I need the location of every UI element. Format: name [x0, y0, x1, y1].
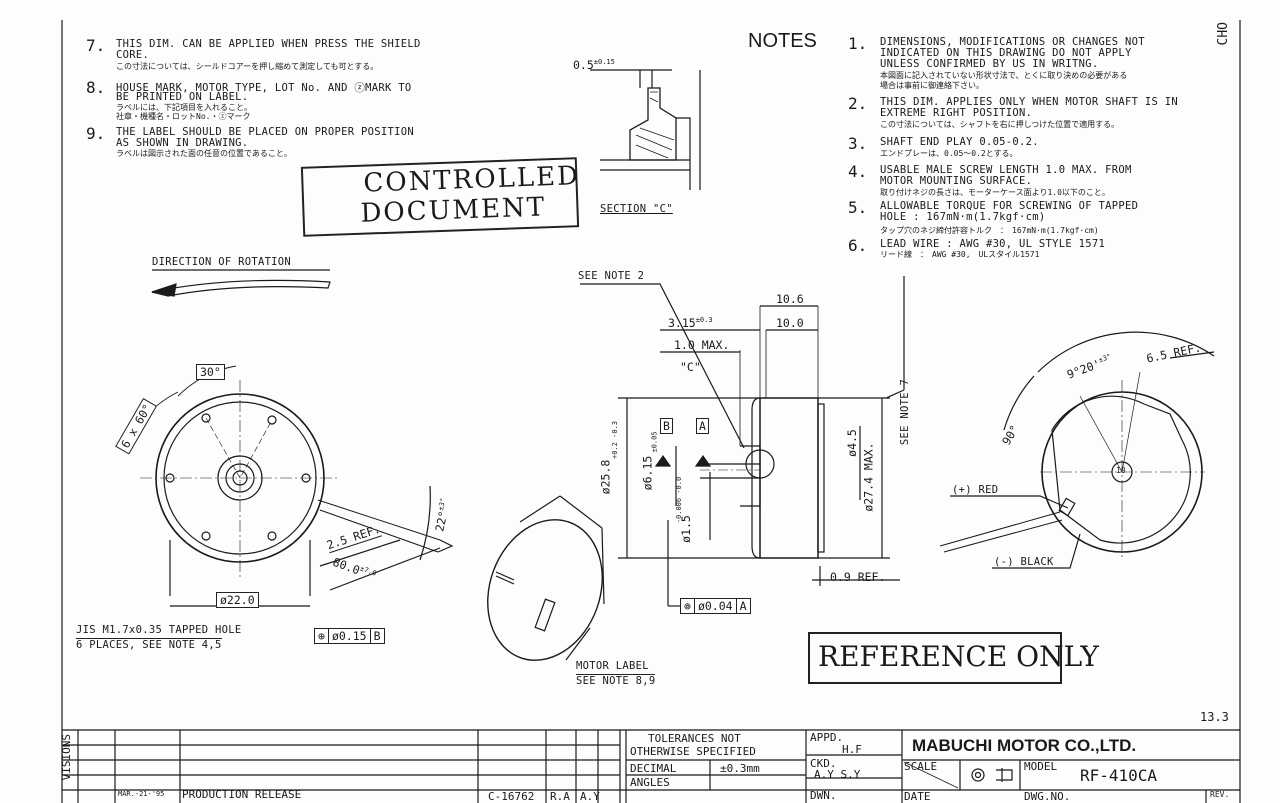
dim-0-5: 0.5±0.15	[573, 58, 615, 72]
jis-label-1: JIS M1.7x0.35 TAPPED HOLE	[76, 624, 242, 636]
direction-of-rotation-label: DIRECTION OF ROTATION	[152, 256, 292, 268]
corner-code: CHO	[1216, 22, 1231, 46]
dim-dia-25-8: ø25.8	[598, 459, 613, 495]
angles-label: ANGLES	[630, 776, 670, 789]
revision-code: C-16762	[488, 790, 535, 803]
dwn-label: DWN.	[810, 789, 837, 802]
datum-flag-a: A	[696, 418, 709, 434]
dim-dia-22: ø22.0	[216, 592, 259, 608]
revision-initials-2: A.Y	[580, 790, 600, 803]
dwg-no-label: DWG.NO.	[1024, 790, 1071, 803]
reference-only-stamp: REFERENCE ONLY	[808, 632, 1099, 684]
datum-flag-b: B	[660, 418, 673, 434]
position-tolerance-a: ⊚ ø0.04 A	[680, 598, 751, 614]
appd-value: H.F	[842, 743, 862, 756]
motor-label-1: MOTOR LABEL	[576, 660, 649, 672]
dim-1-5-tol: -0.006 -0.0	[675, 476, 684, 524]
jis-position-tolerance: ⊕ ø0.15 B	[314, 628, 385, 644]
tolerance-line-1: TOLERANCES NOT	[648, 732, 741, 745]
section-c-label: SECTION "C"	[600, 203, 673, 215]
ckd-label: CKD.	[810, 757, 837, 770]
company-name: MABUCHI MOTOR CO.,LTD.	[912, 736, 1137, 755]
model-value: RF-410CA	[1080, 766, 1158, 785]
dim-25-8-tol: +0.2 -0.3	[610, 421, 619, 459]
appd-label: APPD.	[810, 731, 844, 744]
dim-6-15-tol: ±0.05	[650, 431, 659, 453]
revision-initials-1: R.A	[550, 790, 570, 803]
rev-label: REV.	[1210, 790, 1230, 799]
revision-date: MAR.-21-'95	[118, 790, 165, 798]
dim-1-0-max: 1.0 MAX.	[674, 338, 730, 352]
motor-label-2: SEE NOTE 8,9	[576, 674, 656, 687]
jis-label-2: 6 PLACES, SEE NOTE 4,5	[76, 638, 222, 651]
revisions-label: VISIONS	[60, 734, 73, 781]
decimal-label: DECIMAL	[630, 762, 677, 775]
dim-3-15: 3.15±0.3	[668, 316, 713, 330]
dim-rear-center: 10	[1116, 466, 1126, 475]
date-label: DATE	[904, 790, 931, 803]
see-note-2-label: SEE NOTE 2	[578, 270, 645, 282]
notes-title: NOTES	[748, 30, 817, 52]
minus-black-label: (-) BLACK	[994, 556, 1054, 568]
controlled-document-stamp: CONTROLLED DOCUMENT	[300, 157, 580, 237]
c-mark-label: "C"	[680, 360, 701, 374]
ckd-value: A.Y S.Y	[814, 768, 861, 781]
sheet-number: 13.3	[1200, 710, 1229, 724]
see-note-7-label: SEE NOTE 7	[899, 378, 912, 446]
dim-dia-6-15: ø6.15	[640, 455, 655, 491]
dim-dia-4-5: ø4.5	[844, 429, 859, 457]
dim-0-9-ref: 0.9 REF.	[830, 570, 886, 584]
dim-10-0: 10.0	[776, 316, 804, 330]
decimal-value: ±0.3mm	[720, 762, 760, 775]
tolerance-line-2: OTHERWISE SPECIFIED	[630, 745, 756, 758]
model-label: MODEL	[1024, 760, 1058, 773]
dim-30-deg: 30°	[196, 364, 225, 380]
dim-dia-27-4-max: ø27.4 MAX.	[861, 442, 876, 512]
scale-label: SCALE	[904, 760, 938, 773]
dim-10-6: 10.6	[776, 292, 804, 306]
plus-red-label: (+) RED	[952, 484, 999, 496]
revision-text: PRODUCTION RELEASE	[182, 788, 302, 801]
